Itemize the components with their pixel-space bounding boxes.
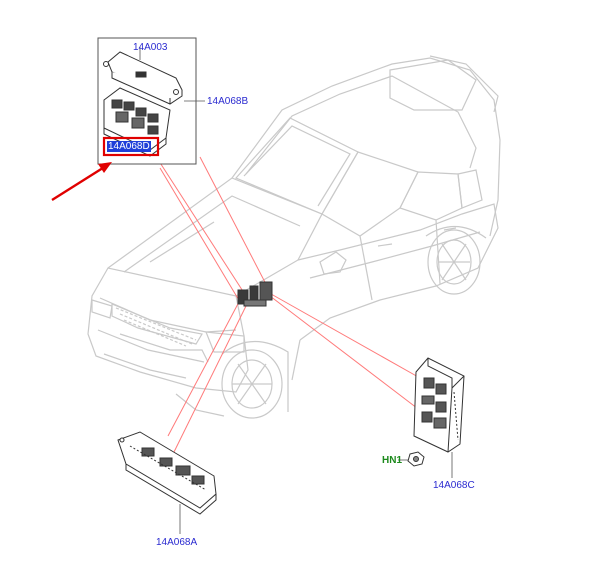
label-14A003: 14A003 [133, 42, 168, 53]
highlight-box [102, 136, 160, 157]
left-module [117, 431, 217, 515]
fuse-box-location [237, 281, 273, 307]
right-module [413, 357, 465, 453]
pointer-arrow [51, 162, 112, 202]
fuse-box-cover [103, 51, 183, 105]
vehicle-outline [87, 55, 501, 419]
label-14A068C: 14A068C [433, 480, 475, 491]
nut [407, 451, 425, 467]
leader-lines [156, 156, 431, 453]
label-14A068B: 14A068B [207, 96, 249, 107]
fuse-box [103, 87, 171, 157]
label-14A068D: 14A068D [107, 141, 151, 152]
label-HN1: HN1 [382, 455, 403, 466]
label-14A068A: 14A068A [156, 537, 198, 548]
